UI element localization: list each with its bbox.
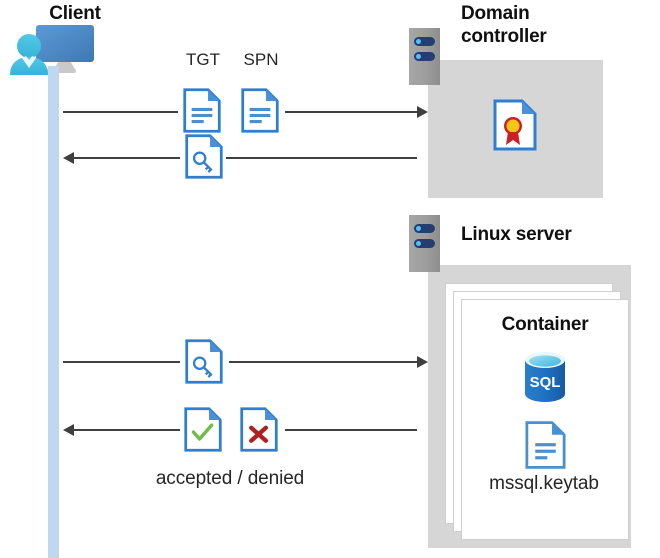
message-3-arrowhead	[417, 356, 428, 368]
keytab-label: mssql.keytab	[489, 473, 599, 494]
linux-server-server-rack-icon	[409, 215, 440, 272]
client-workstation-icon	[8, 22, 104, 82]
message-2-line-right	[226, 157, 417, 159]
service-ticket-key-document-icon-1	[185, 133, 223, 185]
message-4-line-left	[74, 429, 180, 431]
accepted-document-icon	[184, 406, 222, 458]
message-3-line-left	[63, 361, 180, 363]
domain-controller-server-rack-icon	[409, 28, 440, 85]
message-1-arrowhead	[417, 106, 428, 118]
tgt-document-icon	[183, 87, 221, 139]
service-ticket-key-document-icon-2	[185, 338, 223, 390]
tgt-label: TGT	[186, 50, 220, 69]
client-lifeline	[48, 66, 59, 558]
certificate-document-icon	[493, 99, 537, 156]
message-4-line-right	[285, 429, 417, 431]
client-title: Client	[49, 3, 101, 24]
container-card-front: Container	[461, 299, 629, 540]
spn-document-icon	[241, 87, 279, 139]
message-1-line-right	[285, 111, 417, 113]
svg-text:SQL: SQL	[530, 374, 561, 391]
accepted-denied-label: accepted / denied	[155, 468, 305, 489]
keytab-document-icon	[525, 420, 566, 475]
message-2-line-left	[74, 157, 180, 159]
domain-controller-title: Domain controller	[461, 3, 547, 47]
linux-server-title: Linux server	[461, 224, 572, 245]
message-2-arrowhead	[63, 152, 74, 164]
spn-label: SPN	[243, 50, 279, 69]
container-title: Container	[501, 314, 589, 335]
denied-document-icon	[240, 406, 278, 458]
message-4-arrowhead	[63, 424, 74, 436]
message-3-line-right	[229, 361, 417, 363]
sql-database-icon: SQL	[521, 349, 569, 410]
message-1-line-left	[63, 111, 178, 113]
